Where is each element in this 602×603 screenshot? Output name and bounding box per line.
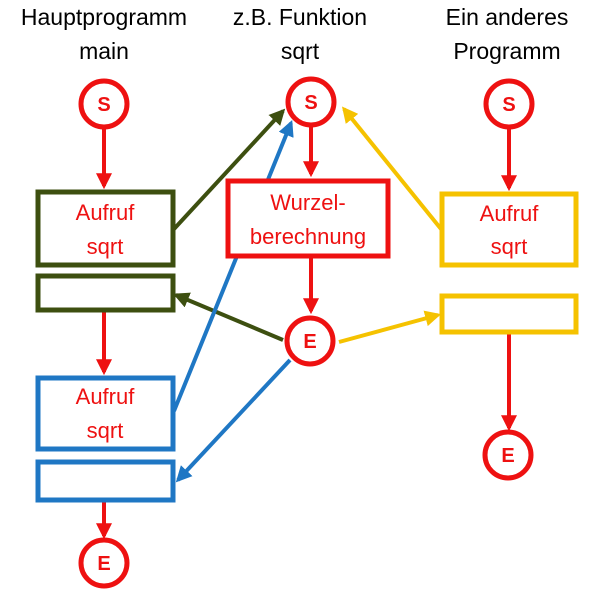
- yellow-call-arrow: [341, 106, 443, 231]
- main-start-node: S: [78, 78, 130, 130]
- main-column-title-line1: Hauptprogramm: [21, 4, 187, 30]
- main-end-letter: E: [97, 553, 110, 575]
- other-column-title-line1: Ein anderes: [446, 4, 569, 30]
- function-start-node: S: [285, 76, 337, 128]
- olive-return-arrow: [173, 292, 284, 342]
- function-column-title-line2: sqrt: [281, 38, 320, 64]
- other-call-box: [439, 191, 579, 268]
- main-end-node: E: [78, 537, 130, 589]
- main-call1-label-line2: sqrt: [87, 234, 124, 259]
- other-end-node: E: [482, 429, 534, 481]
- main-return2-box: [35, 459, 176, 503]
- other-end-letter: E: [501, 445, 514, 467]
- function-column-title-line1: z.B. Funktion: [233, 4, 367, 30]
- blue-call-arrow: [172, 120, 294, 412]
- function-body-label-line1: Wurzel-: [270, 190, 345, 215]
- function-start-letter: S: [304, 92, 317, 114]
- main-call2-label-line2: sqrt: [87, 418, 124, 443]
- main-call2-box: [35, 375, 176, 452]
- function-end-letter: E: [303, 331, 316, 353]
- main-start-letter: S: [97, 94, 110, 116]
- main-return1-box: [35, 273, 176, 313]
- other-return-box: [439, 293, 579, 335]
- yellow-return-arrow: [338, 310, 442, 344]
- main-call1-box: [35, 189, 176, 268]
- other-start-node: S: [483, 78, 535, 130]
- function-body-box: [225, 178, 391, 259]
- main-call2-label-line1: Aufruf: [76, 384, 136, 409]
- olive-call-arrow: [172, 108, 286, 231]
- other-call-label-line2: sqrt: [491, 234, 528, 259]
- other-call-label-line1: Aufruf: [480, 201, 540, 226]
- main-column-title-line2: main: [79, 38, 129, 64]
- blue-return-arrow: [175, 358, 292, 483]
- main-call1-label-line1: Aufruf: [76, 200, 136, 225]
- other-start-letter: S: [502, 94, 515, 116]
- other-column-title-line2: Programm: [453, 38, 560, 64]
- function-body-label-line2: berechnung: [250, 224, 366, 249]
- function-end-node: E: [284, 315, 336, 367]
